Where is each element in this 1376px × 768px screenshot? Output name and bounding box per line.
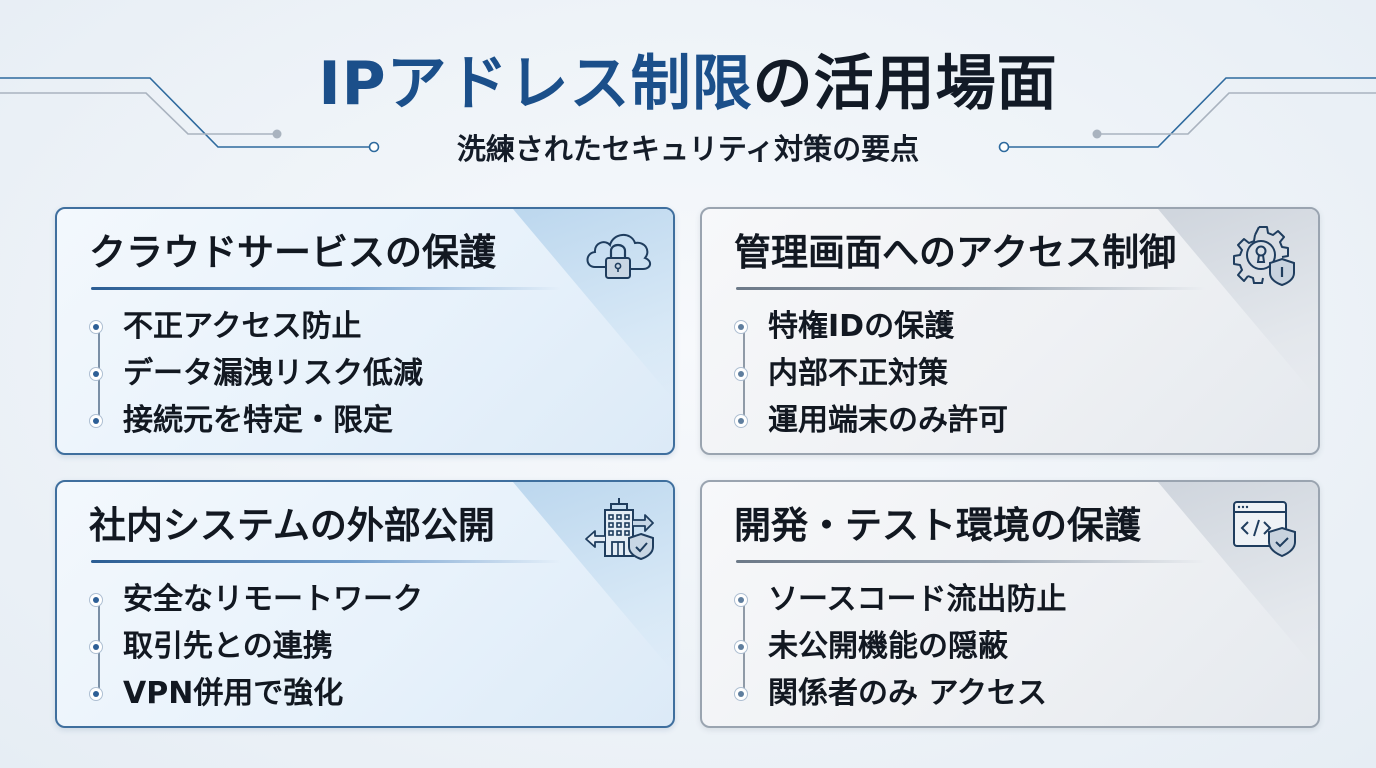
- list-item: 接続元を特定・限定: [89, 397, 423, 444]
- card-bullet-list: 特権IDの保護 内部不正対策 運用端末のみ許可: [734, 303, 1008, 444]
- gear-keyhole-shield-icon: [1233, 226, 1295, 287]
- page-title-accent: IPアドレス制限: [318, 49, 753, 119]
- card-title: クラウドサービスの保護: [89, 231, 496, 274]
- card-bullet-list: ソースコード流出防止 未公開機能の隠蔽 関係者のみ アクセス: [734, 576, 1067, 717]
- card-divider: [91, 560, 561, 563]
- page-title: IPアドレス制限の活用場面: [0, 42, 1376, 126]
- card-dev-test-environment-protection: 開発・テスト環境の保護 ソースコード流出防止 未公開機能の隠蔽 関係者のみ アク…: [700, 480, 1320, 728]
- bullet-dot-icon: [734, 319, 748, 334]
- list-item: 不正アクセス防止: [89, 303, 423, 350]
- card-internal-system-publishing: 社内システムの外部公開 安全なリモートワーク 取引先との連携 VPN併用で強化: [55, 480, 675, 728]
- list-item: ソースコード流出防止: [734, 576, 1067, 623]
- list-item: VPN併用で強化: [89, 670, 423, 717]
- bullet-dot-icon: [734, 413, 748, 428]
- code-window-shield-icon: [1233, 501, 1296, 558]
- card-title: 社内システムの外部公開: [89, 504, 495, 547]
- bullet-dot-icon: [89, 366, 103, 381]
- card-bullet-list: 安全なリモートワーク 取引先との連携 VPN併用で強化: [89, 576, 423, 717]
- list-item: 安全なリモートワーク: [89, 576, 423, 623]
- bullet-dot-icon: [89, 592, 103, 607]
- list-item: 運用端末のみ許可: [734, 397, 1008, 444]
- bullet-dot-icon: [89, 319, 103, 334]
- bullet-dot-icon: [734, 686, 748, 701]
- building-arrows-shield-icon: [585, 498, 654, 560]
- page-subtitle: 洗練されたセキュリティ対策の要点: [456, 132, 920, 166]
- bullet-dot-icon: [734, 592, 748, 607]
- card-divider: [736, 560, 1206, 563]
- card-bullet-list: 不正アクセス防止 データ漏洩リスク低減 接続元を特定・限定: [89, 303, 423, 444]
- card-admin-access-control: 管理画面へのアクセス制御 特権IDの保護 内部不正対策 運用端末のみ許可: [700, 207, 1320, 455]
- card-title: 管理画面へのアクセス制御: [734, 231, 1177, 274]
- list-item: 関係者のみ アクセス: [734, 670, 1067, 717]
- list-item: 内部不正対策: [734, 350, 1008, 397]
- list-item: データ漏洩リスク低減: [89, 350, 423, 397]
- bullet-dot-icon: [89, 413, 103, 428]
- page-title-rest: の活用場面: [752, 49, 1058, 119]
- bullet-dot-icon: [89, 639, 103, 654]
- bullet-dot-icon: [89, 686, 103, 701]
- list-item: 特権IDの保護: [734, 303, 1008, 350]
- list-item: 未公開機能の隠蔽: [734, 623, 1067, 670]
- bullet-dot-icon: [734, 366, 748, 381]
- card-divider: [736, 287, 1206, 290]
- cloud-lock-icon: [586, 234, 651, 279]
- bullet-dot-icon: [734, 639, 748, 654]
- card-title: 開発・テスト環境の保護: [734, 504, 1141, 547]
- card-cloud-service-protection: クラウドサービスの保護 不正アクセス防止 データ漏洩リスク低減 接続元を特定・限…: [55, 207, 675, 455]
- card-divider: [91, 287, 561, 290]
- list-item: 取引先との連携: [89, 623, 423, 670]
